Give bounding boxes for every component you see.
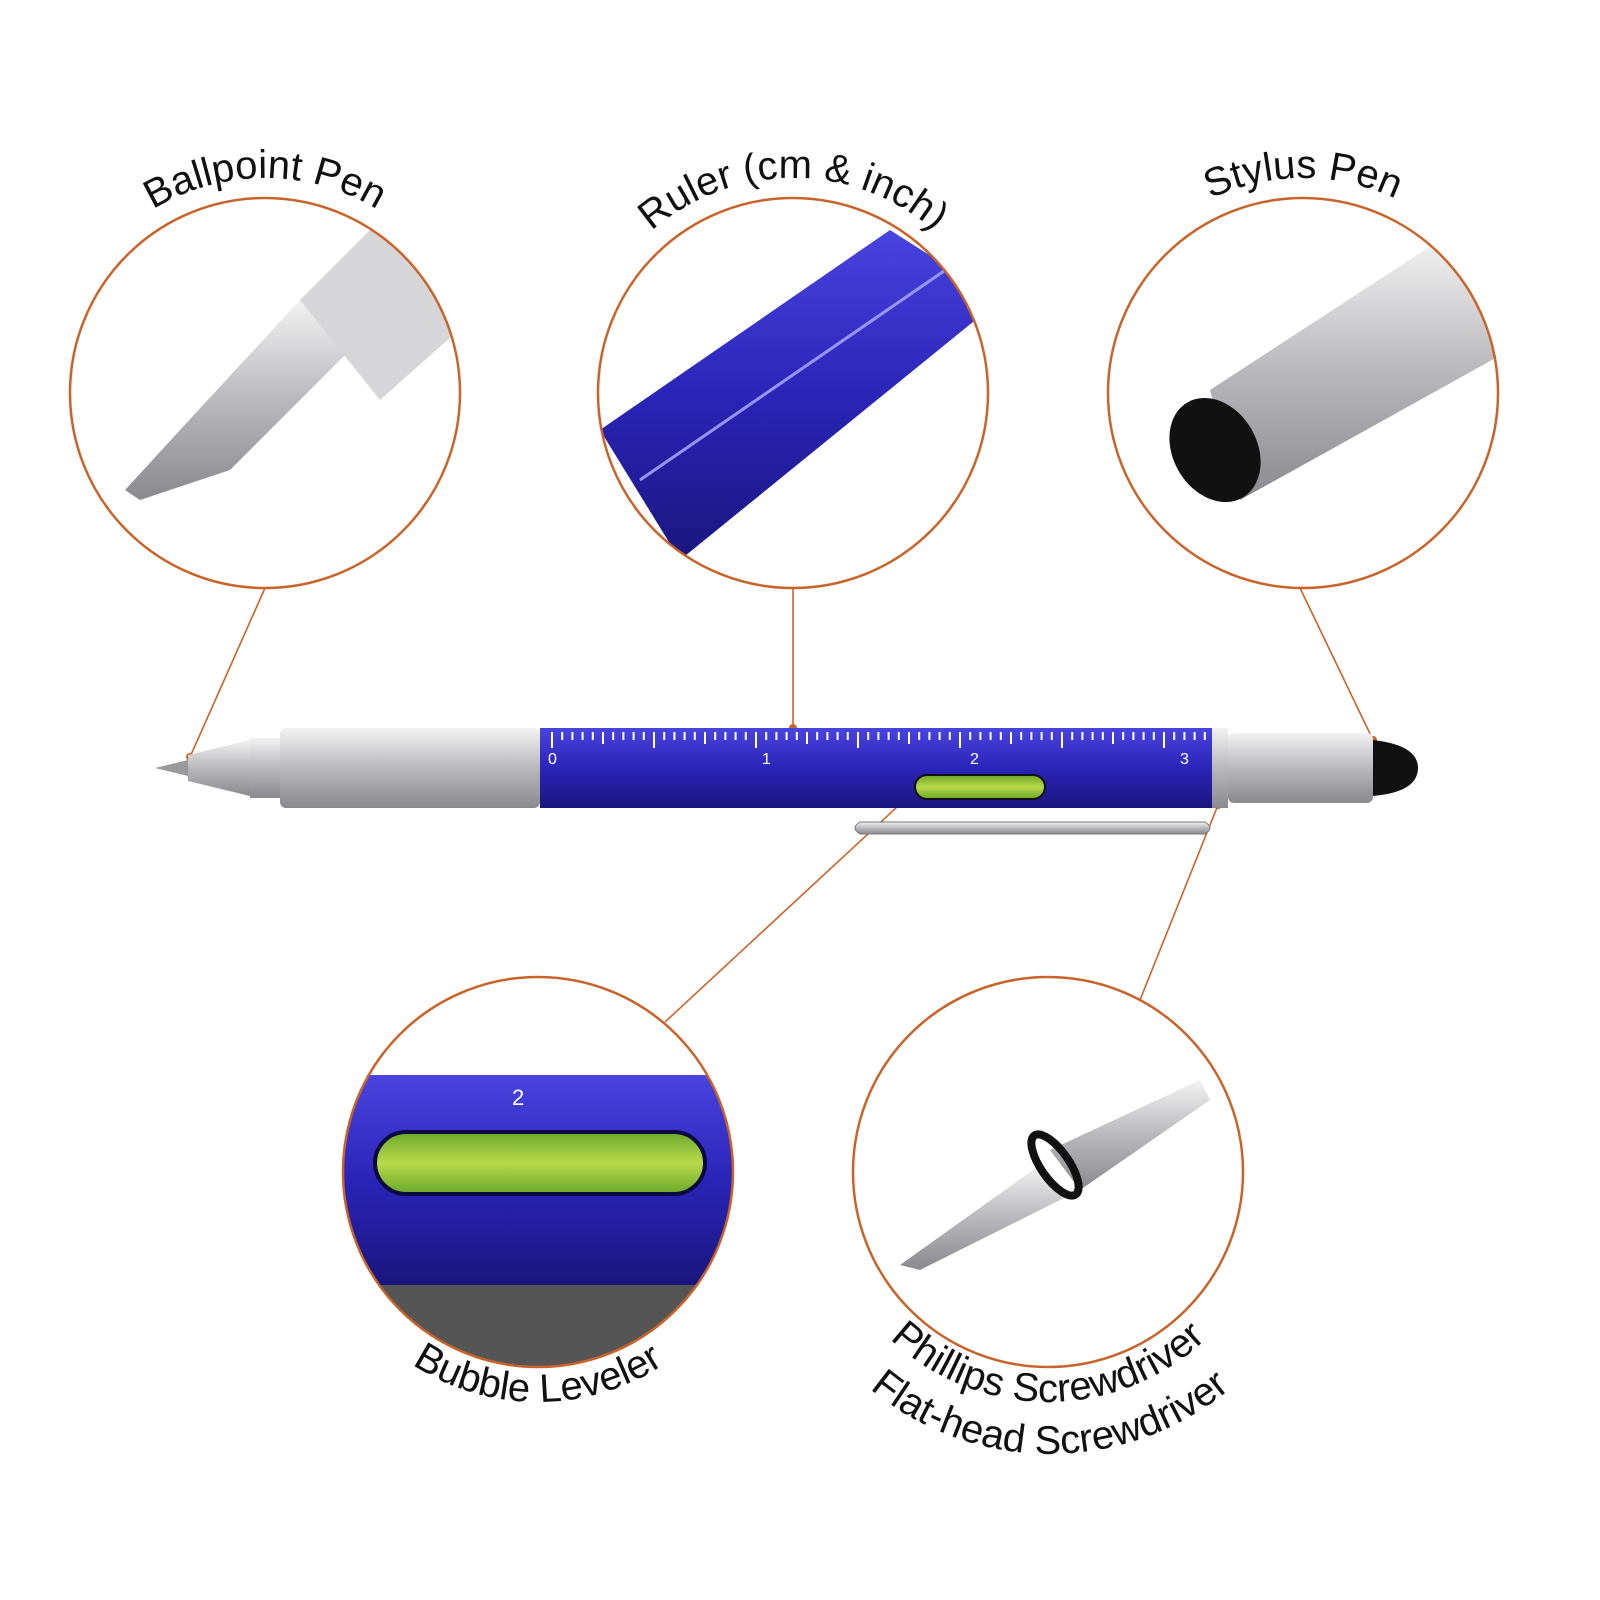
stylus-tip — [1373, 740, 1418, 796]
svg-text:Ballpoint Pen: Ballpoint Pen — [136, 143, 394, 217]
ruler-mark: 3 — [1180, 751, 1189, 768]
knurled-grip — [280, 728, 540, 808]
ruler-body — [540, 728, 1212, 808]
pocket-clip — [854, 821, 1211, 835]
callout-ruler: Ruler (cm & inch) — [596, 143, 990, 590]
multitool-pen: 0 1 2 3 — [155, 728, 1418, 835]
callout-stylus: Stylus Pen — [1106, 143, 1500, 590]
label-ballpoint-pen: Ballpoint Pen — [136, 143, 394, 217]
bubble-level — [914, 774, 1046, 800]
callout-leveler: 2 Bubble Leveler — [341, 975, 735, 1411]
ruler-mark: 0 — [548, 751, 557, 768]
callout-ballpoint: Ballpoint Pen — [68, 143, 462, 590]
label-ruler: Ruler (cm & inch) — [630, 143, 957, 238]
callout-screwdriver: Phillips Screwdriver Flat-head Screwdriv… — [851, 975, 1245, 1463]
svg-text:Ruler (cm & inch): Ruler (cm & inch) — [630, 143, 957, 238]
ruler-mark: 2 — [970, 751, 979, 768]
ruler-mark: 2 — [512, 1085, 524, 1110]
ruler-mark: 1 — [762, 751, 771, 768]
stylus-barrel — [1228, 733, 1373, 803]
pen-tip — [155, 760, 188, 776]
